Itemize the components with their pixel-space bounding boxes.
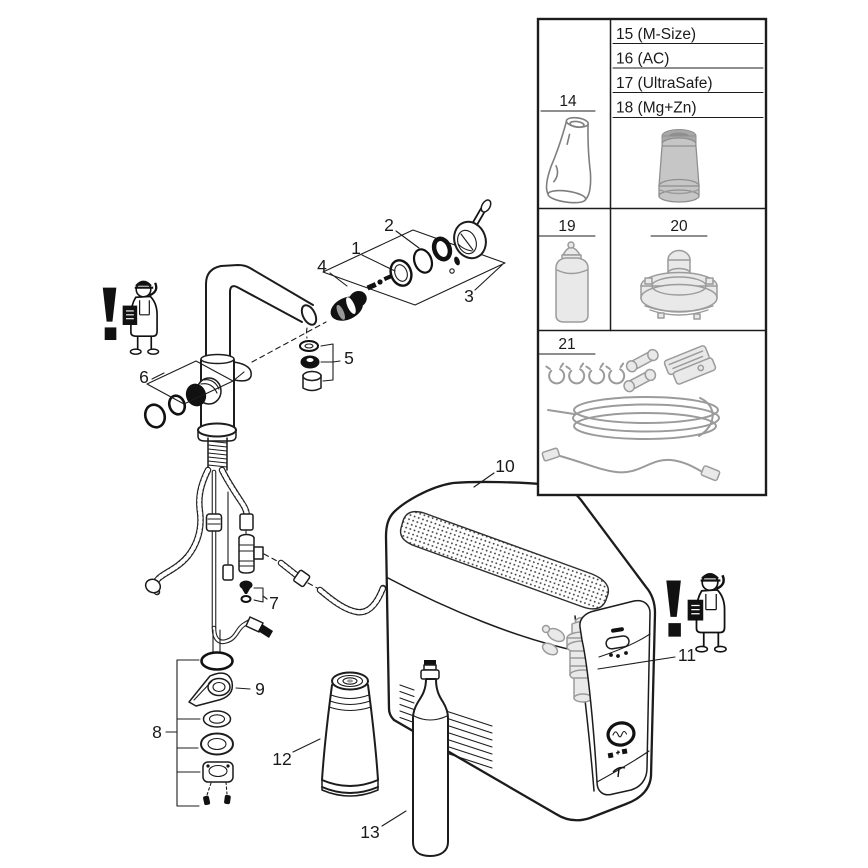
callout-9-label: 9 <box>255 679 265 699</box>
handle-lever <box>453 199 492 260</box>
callout-11-label: 11 <box>678 645 696 665</box>
part-7-valve <box>239 580 268 603</box>
faucet-spout <box>205 264 318 359</box>
callout-1: 1 <box>351 238 396 272</box>
connection-hose <box>541 447 721 482</box>
axis-line <box>251 321 327 363</box>
seal-ring <box>431 236 453 262</box>
callout-10: 10 <box>473 456 515 488</box>
callout-12-label: 12 <box>272 749 291 769</box>
cell-19-label: 19 <box>558 218 575 235</box>
part-5-mousseur <box>299 340 341 392</box>
cell-21-label: 21 <box>558 336 575 353</box>
callout-5: 5 <box>344 348 354 368</box>
warning-installer-right <box>665 572 728 654</box>
cell-14-label: 14 <box>559 93 577 110</box>
front-top-edge <box>387 577 578 652</box>
part-1-ring <box>389 259 413 287</box>
callout-8: 8 <box>152 722 162 742</box>
callout-3: 3 <box>464 264 503 306</box>
variant-17-label: 17 (UltraSafe) <box>616 75 712 92</box>
callout-8-label: 8 <box>152 722 162 742</box>
control-panel <box>579 599 651 796</box>
parts-table: 14 15 (M-Size) 16 (AC) 17 (UltraSafe) 18… <box>536 17 768 497</box>
table-cell-14: 14 <box>540 93 596 204</box>
hose-connectors <box>623 348 659 393</box>
variant-18-label: 18 (Mg+Zn) <box>616 100 697 117</box>
callouts: 1 2 3 4 5 6 7 8 9 <box>139 215 696 842</box>
indicator-bar <box>611 627 624 633</box>
cooler-unit <box>384 480 657 822</box>
callout-4-label: 4 <box>317 256 327 276</box>
callout-7-label: 7 <box>269 593 279 613</box>
t-valve <box>238 533 387 616</box>
callout-9: 9 <box>235 679 265 699</box>
variant-16-label: 16 (AC) <box>616 51 669 68</box>
filter-head-image <box>640 249 718 320</box>
faucet-body <box>185 353 252 471</box>
callout-12: 12 <box>272 738 321 769</box>
logo-button <box>606 721 636 747</box>
callout-6-label: 6 <box>139 367 149 387</box>
indicator-window <box>605 635 630 650</box>
install-kit-image <box>541 345 721 482</box>
callout-13: 13 <box>360 810 407 842</box>
callout-6: 6 <box>139 367 165 387</box>
variant-15-label: 15 (M-Size) <box>616 26 696 43</box>
mounting-bracket <box>663 345 717 385</box>
co2-bottle-small-image <box>555 241 589 323</box>
cell-20-label: 20 <box>670 218 688 235</box>
supply-hoses <box>144 466 273 645</box>
callout-13-label: 13 <box>360 822 379 842</box>
faucet-assembly <box>143 264 387 807</box>
callout-3-label: 3 <box>464 286 474 306</box>
part-4-cartridge <box>330 291 367 321</box>
table-cell-21: 21 <box>538 336 721 482</box>
vent-slats <box>399 684 493 769</box>
coiled-hose <box>547 396 720 440</box>
handle-exploded-group <box>322 199 506 321</box>
filter-cartridge-image <box>658 129 700 203</box>
co2-bottle <box>412 660 449 857</box>
callout-1-label: 1 <box>351 238 361 258</box>
callout-2: 2 <box>384 215 420 249</box>
callout-7: 7 <box>269 593 279 613</box>
part-3-screws <box>449 256 460 274</box>
cooler-top-grille <box>399 510 610 610</box>
filter-cartridge <box>321 671 379 797</box>
part-2-oring <box>412 248 434 274</box>
mounting-kit <box>165 629 234 807</box>
callout-4: 4 <box>317 256 348 287</box>
callout-11: 11 <box>597 645 696 670</box>
chilled-water-icon <box>612 766 626 778</box>
retaining-clips <box>545 362 626 385</box>
table-cell-variants: 15 (M-Size) 16 (AC) 17 (UltraSafe) 18 (M… <box>612 26 764 203</box>
callout-5-label: 5 <box>344 348 354 368</box>
table-cell-19: 19 <box>538 218 596 323</box>
warning-installer-left <box>101 280 160 356</box>
callout-2-label: 2 <box>384 215 394 235</box>
callout-10-label: 10 <box>495 456 515 476</box>
co2-filter-icons <box>607 748 628 759</box>
carafe-bottle-image <box>545 116 592 204</box>
part-6-orings <box>143 360 245 429</box>
table-cell-20: 20 <box>640 218 718 320</box>
